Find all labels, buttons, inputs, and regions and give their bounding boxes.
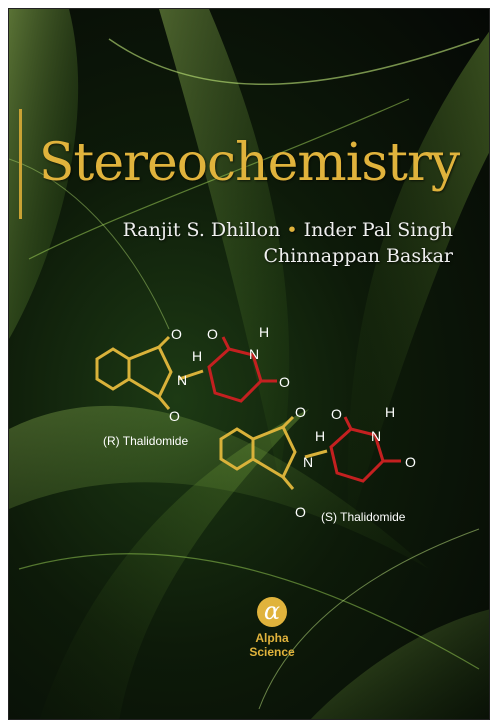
publisher-name-line-1: Alpha	[255, 631, 289, 645]
atom-h: H	[315, 428, 325, 444]
accent-bar	[19, 109, 22, 219]
atom-o: O	[331, 406, 342, 422]
s-thalidomide-molecule: O O H N H N O O	[219, 404, 416, 520]
thalidomide-structures: O O H N H N O O (R) Thalidomide O O H N …	[95, 324, 416, 524]
r-thalidomide-molecule: O O H N H N O O	[95, 324, 290, 424]
atom-o: O	[295, 404, 306, 420]
leaf-background-art	[9, 9, 489, 719]
author-3: Chinnappan Baskar	[263, 245, 453, 267]
atom-o: O	[295, 504, 306, 520]
atom-o: O	[279, 374, 290, 390]
author-2: Inder Pal Singh	[303, 219, 453, 241]
atom-o: O	[405, 454, 416, 470]
atom-h: H	[385, 404, 395, 420]
atom-n: N	[249, 346, 259, 362]
book-cover: Stereochemistry Ranjit S. Dhillon • Inde…	[8, 8, 490, 720]
atom-o: O	[169, 408, 180, 424]
book-title: Stereochemistry	[38, 133, 460, 193]
authors-line-1: Ranjit S. Dhillon • Inder Pal Singh	[123, 219, 453, 241]
atom-h: H	[259, 324, 269, 340]
atom-h: H	[192, 348, 202, 364]
author-1: Ranjit S. Dhillon	[122, 219, 281, 241]
publisher-name-line-2: Science	[249, 645, 295, 659]
atom-n: N	[371, 428, 381, 444]
author-separator: •	[286, 219, 298, 241]
atom-n: N	[177, 372, 187, 388]
atom-o: O	[171, 326, 182, 342]
atom-o: O	[207, 326, 218, 342]
atom-n: N	[303, 454, 313, 470]
alpha-logo-icon: α	[257, 597, 287, 627]
s-thalidomide-label: (S) Thalidomide	[321, 510, 406, 524]
r-thalidomide-label: (R) Thalidomide	[103, 434, 188, 448]
